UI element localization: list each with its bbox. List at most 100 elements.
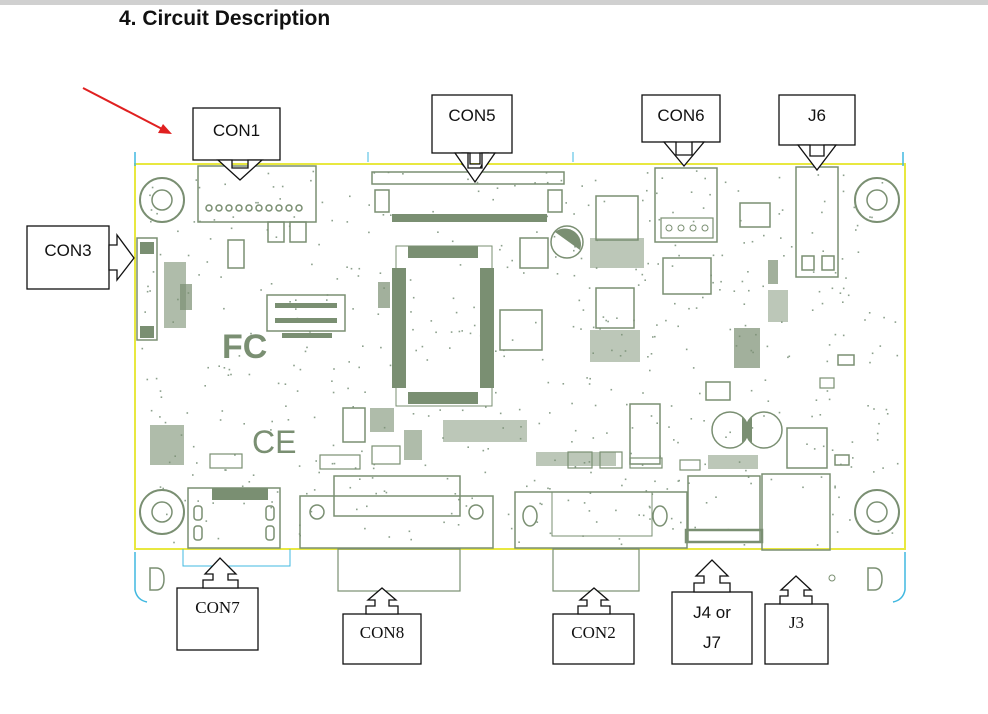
via xyxy=(857,251,860,253)
via xyxy=(572,325,575,328)
via xyxy=(496,187,499,189)
via xyxy=(891,532,894,534)
via xyxy=(224,183,226,186)
via xyxy=(571,441,573,443)
via xyxy=(744,324,747,327)
via xyxy=(677,441,679,444)
via xyxy=(223,367,226,369)
via xyxy=(838,496,840,499)
red-pointer-arrow xyxy=(82,87,172,134)
via xyxy=(218,365,220,367)
via xyxy=(556,273,559,275)
via xyxy=(678,254,680,257)
via xyxy=(836,531,839,533)
via xyxy=(312,170,315,173)
via xyxy=(227,374,230,376)
via xyxy=(690,191,693,193)
via xyxy=(851,441,854,443)
via xyxy=(871,216,873,219)
label-j4-line2: J7 xyxy=(703,633,721,652)
via xyxy=(668,426,670,428)
via xyxy=(647,356,649,358)
via xyxy=(695,170,698,172)
via xyxy=(389,364,392,367)
via xyxy=(346,266,348,268)
via xyxy=(159,390,162,392)
via xyxy=(155,377,158,380)
via xyxy=(539,502,541,505)
via xyxy=(767,400,770,402)
via xyxy=(812,271,815,273)
via xyxy=(747,271,749,273)
via xyxy=(856,224,859,227)
via xyxy=(426,359,429,361)
label-con7: CON7 xyxy=(195,598,240,617)
via xyxy=(449,347,451,349)
via xyxy=(780,237,782,239)
via xyxy=(567,499,570,502)
via xyxy=(238,355,241,357)
via xyxy=(815,399,818,401)
via xyxy=(624,478,627,481)
via xyxy=(886,413,889,415)
via xyxy=(834,272,837,274)
via xyxy=(388,536,391,538)
via xyxy=(281,185,284,188)
via xyxy=(599,328,601,330)
via xyxy=(271,501,273,503)
via xyxy=(352,308,354,310)
via xyxy=(545,172,548,174)
via xyxy=(467,446,469,448)
via xyxy=(212,502,214,504)
via xyxy=(778,213,781,215)
via xyxy=(248,481,251,483)
via xyxy=(270,506,272,509)
via xyxy=(692,367,695,369)
via xyxy=(842,301,844,303)
via xyxy=(331,380,333,382)
via xyxy=(318,243,320,246)
via xyxy=(299,368,302,371)
via xyxy=(454,493,457,495)
via xyxy=(541,358,544,361)
via xyxy=(873,408,875,410)
via xyxy=(234,454,236,456)
via xyxy=(198,186,201,189)
via xyxy=(271,420,273,423)
via xyxy=(412,328,414,331)
via xyxy=(409,279,412,281)
via xyxy=(834,485,836,488)
via xyxy=(644,279,646,281)
via xyxy=(146,378,149,381)
via xyxy=(877,529,880,532)
via xyxy=(368,204,370,206)
via xyxy=(272,186,275,188)
via xyxy=(787,356,789,359)
via xyxy=(195,179,198,181)
via xyxy=(150,220,152,223)
via xyxy=(828,344,831,346)
via xyxy=(674,302,676,305)
via xyxy=(763,234,765,237)
via xyxy=(141,347,144,350)
via xyxy=(500,244,503,247)
via xyxy=(670,517,673,520)
via xyxy=(164,421,167,424)
via xyxy=(385,491,388,494)
via xyxy=(740,219,742,222)
via xyxy=(361,450,363,453)
via xyxy=(356,508,358,511)
via xyxy=(484,471,487,474)
via xyxy=(831,287,834,290)
via xyxy=(555,256,557,258)
via xyxy=(849,519,851,521)
via xyxy=(819,414,822,416)
via xyxy=(878,422,880,425)
via xyxy=(146,290,149,293)
via xyxy=(737,190,740,192)
via xyxy=(654,480,656,483)
via xyxy=(881,182,884,184)
via xyxy=(672,528,674,530)
via xyxy=(705,502,708,504)
via xyxy=(349,486,352,489)
